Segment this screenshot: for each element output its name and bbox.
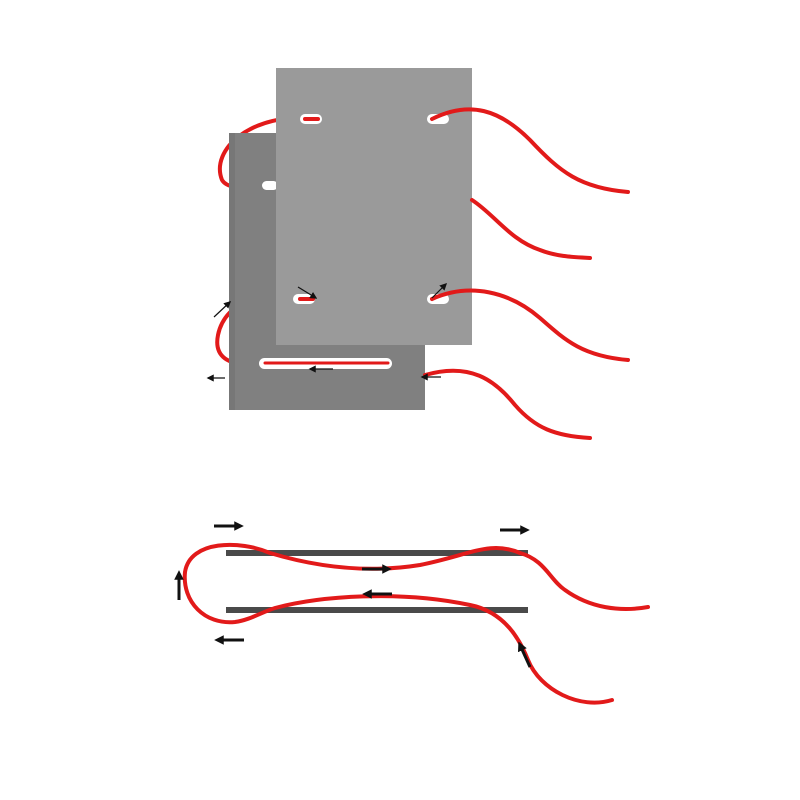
thread-right-bottom [423, 368, 592, 440]
thread-right-third [430, 288, 630, 362]
cross-section-thread-right-tail [518, 551, 650, 611]
sewn-sheets-perspective-view [206, 68, 630, 440]
cross-arrow-bottom-right-up [518, 641, 532, 668]
thread-right-top [430, 107, 630, 194]
arrow-left-lower-up [213, 301, 232, 318]
cross-section-thread-loop [182, 542, 614, 705]
back-sheet-hole-upper [262, 181, 278, 190]
arrow-bottom-left-hole [297, 286, 318, 299]
thread-right-second [470, 198, 592, 260]
back-sheet-edge [229, 133, 235, 410]
arrow-bottom-right-hole [431, 282, 448, 299]
stitch-cross-section-view [174, 521, 650, 705]
front-sheet-hole-top-right [427, 114, 449, 124]
